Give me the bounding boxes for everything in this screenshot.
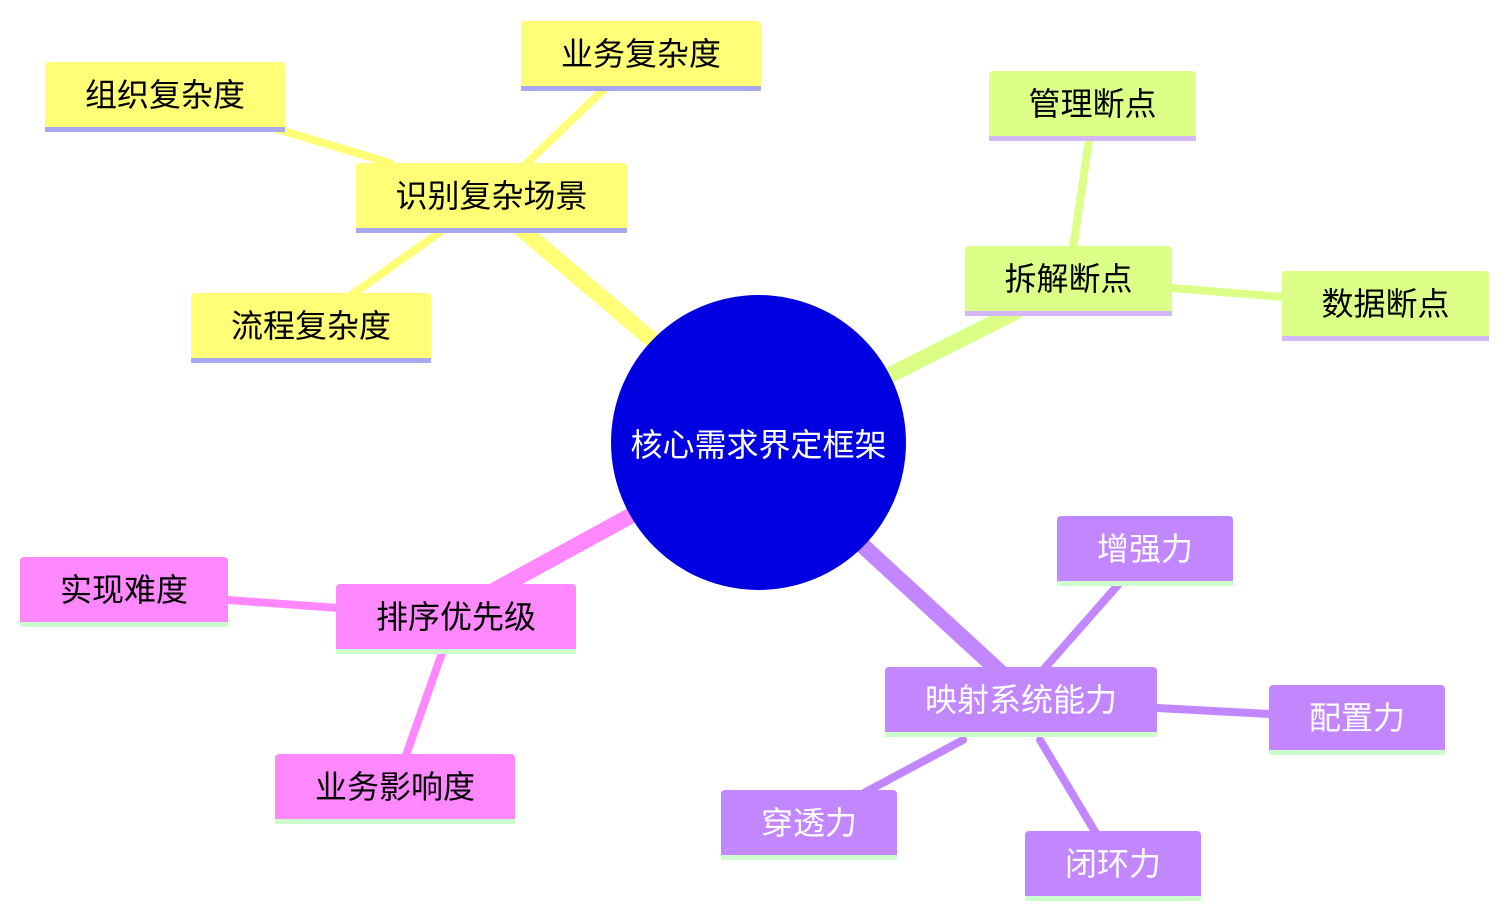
edge-mapping-config bbox=[1153, 704, 1274, 718]
edge-breakpoints-management bbox=[1069, 136, 1093, 252]
edge-root-priority bbox=[487, 507, 640, 598]
edge-identify-process bbox=[346, 228, 444, 300]
edge-mapping-penetrate bbox=[856, 736, 967, 799]
leaf-implementation-difficulty: 实现难度 bbox=[20, 557, 228, 627]
branch-breakpoints: 拆解断点 bbox=[965, 246, 1172, 316]
leaf-configuration: 配置力 bbox=[1269, 685, 1445, 755]
edge-priority-difficulty bbox=[224, 596, 342, 612]
edge-mapping-loop bbox=[1036, 736, 1101, 839]
leaf-data-breakpoint: 数据断点 bbox=[1282, 271, 1489, 341]
leaf-penetration: 穿透力 bbox=[721, 790, 897, 860]
edge-mapping-enhance bbox=[1039, 581, 1122, 674]
leaf-closed-loop: 闭环力 bbox=[1025, 831, 1201, 901]
edge-identify-org bbox=[266, 123, 394, 167]
root-node: 核心需求界定框架 bbox=[611, 295, 906, 590]
edge-identify-business bbox=[523, 84, 609, 167]
branch-priority: 排序优先级 bbox=[336, 584, 576, 654]
edge-breakpoints-data bbox=[1168, 284, 1287, 301]
edge-priority-impact bbox=[401, 649, 446, 762]
edge-root-mapping bbox=[854, 537, 1008, 680]
leaf-business-complexity: 业务复杂度 bbox=[521, 21, 761, 91]
leaf-enhancement: 增强力 bbox=[1057, 516, 1233, 586]
leaf-business-impact: 业务影响度 bbox=[275, 754, 515, 824]
edge-root-identify bbox=[512, 220, 660, 348]
edge-root-breakpoints bbox=[884, 304, 1023, 382]
leaf-management-breakpoint: 管理断点 bbox=[989, 71, 1196, 141]
branch-identify-complex-scenarios: 识别复杂场景 bbox=[356, 163, 627, 233]
leaf-org-complexity: 组织复杂度 bbox=[45, 62, 285, 132]
leaf-process-complexity: 流程复杂度 bbox=[191, 293, 431, 363]
branch-system-capability-mapping: 映射系统能力 bbox=[885, 667, 1157, 737]
